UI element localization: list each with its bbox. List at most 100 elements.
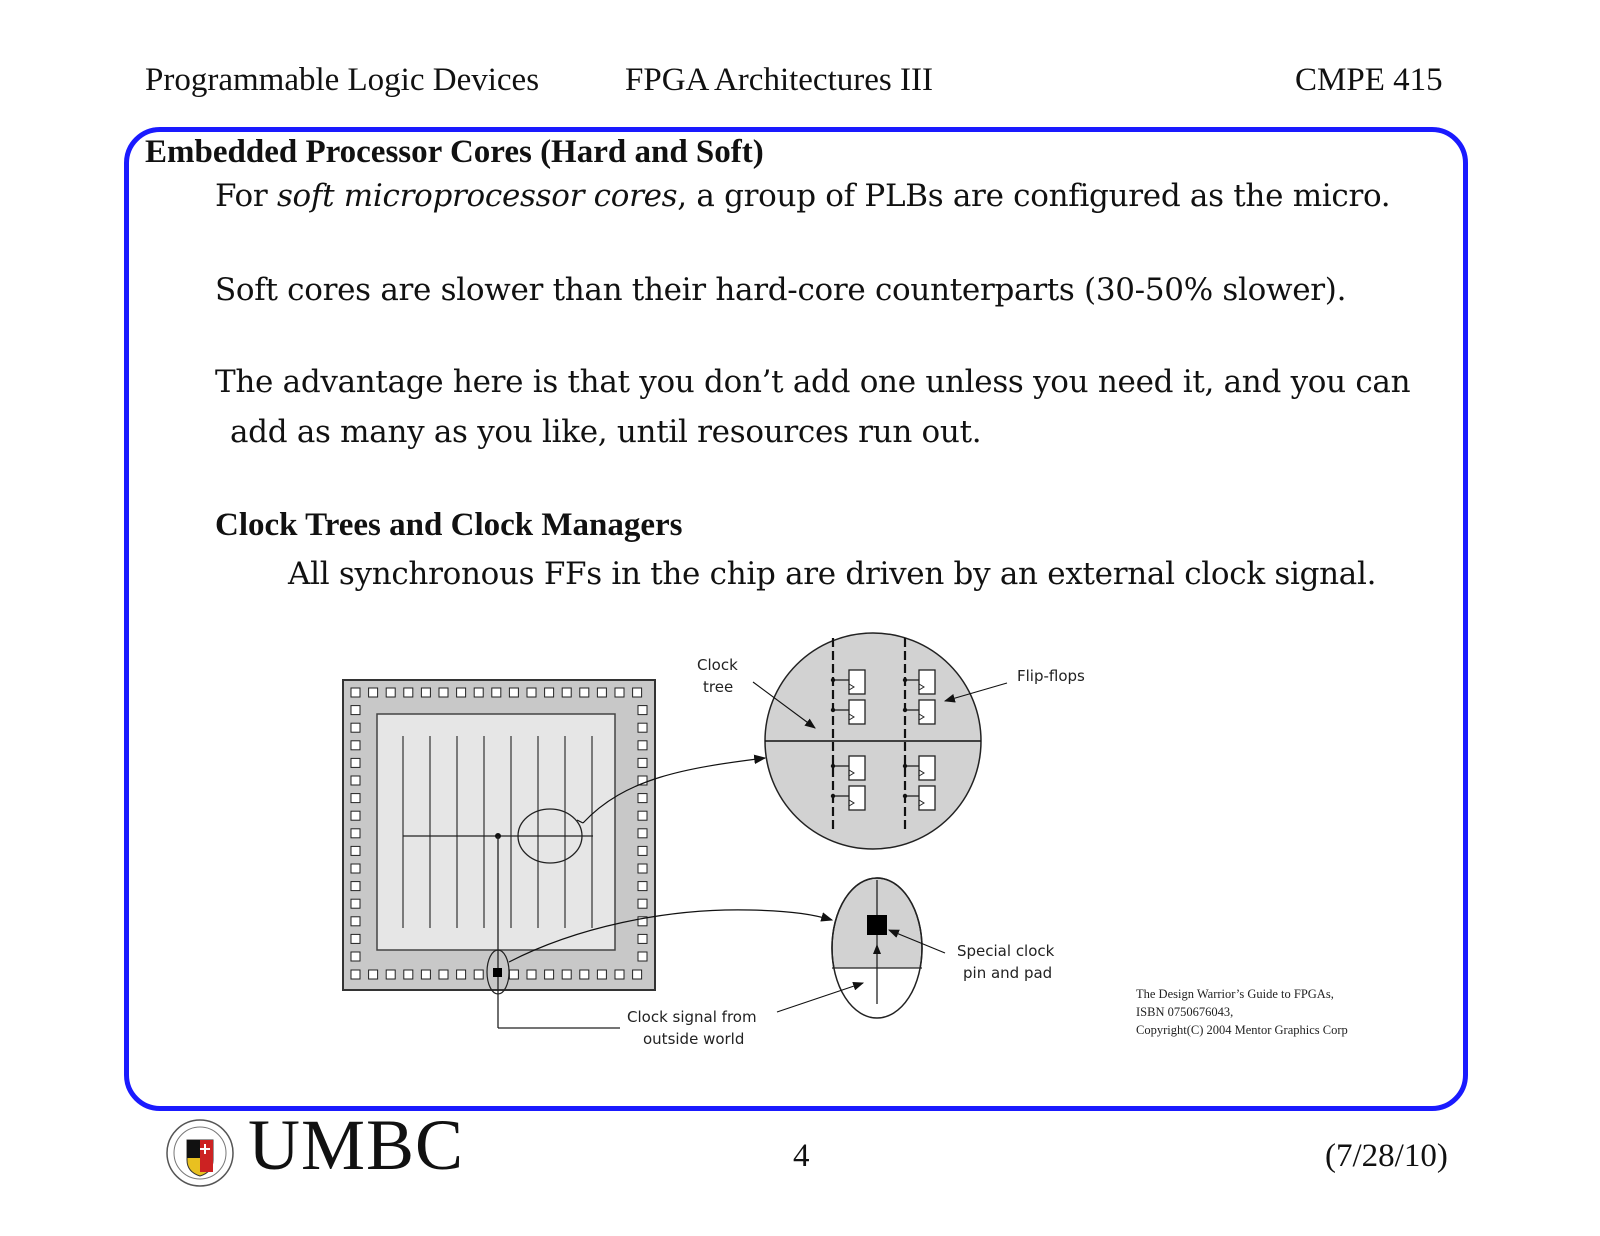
io-pad	[637, 951, 648, 962]
io-pad	[637, 933, 648, 944]
slide-date: (7/28/10)	[1325, 1138, 1448, 1174]
flip-flop	[918, 755, 936, 781]
io-pad	[614, 969, 625, 980]
io-pad	[403, 969, 414, 980]
flip-flop	[918, 785, 936, 811]
io-pad	[385, 969, 396, 980]
io-pad	[637, 705, 648, 716]
io-pad	[637, 793, 648, 804]
io-pad	[350, 740, 361, 751]
io-pad	[596, 687, 607, 698]
io-pad	[508, 969, 519, 980]
flip-flop-clock-input	[848, 769, 855, 777]
flip-flop-node	[830, 677, 836, 683]
io-pad	[637, 898, 648, 909]
credit-line-3: Copyright(C) 2004 Mentor Graphics Corp	[1136, 1023, 1348, 1037]
io-pad	[350, 845, 361, 856]
io-pad	[614, 687, 625, 698]
io-pad	[637, 828, 648, 839]
flip-flop	[848, 669, 866, 695]
io-pad	[544, 969, 555, 980]
io-pad	[637, 722, 648, 733]
io-pad	[350, 828, 361, 839]
flip-flop-clock-input	[918, 769, 925, 777]
flip-flop-node	[902, 677, 908, 683]
io-pad	[420, 687, 431, 698]
flip-flop-clock-input	[848, 799, 855, 807]
flip-flop-node	[902, 793, 908, 799]
label-clock-tree-2: tree	[703, 678, 733, 696]
io-pad	[368, 687, 379, 698]
section-title-embedded-cores: Embedded Processor Cores (Hard and Soft)	[145, 134, 764, 170]
flip-flop-node	[902, 763, 908, 769]
flip-flop-clock-input	[918, 683, 925, 691]
paragraph-soft-cores-italic: soft microprocessor cores	[276, 178, 678, 214]
io-pad	[544, 687, 555, 698]
io-pads	[350, 687, 648, 980]
io-pad	[561, 687, 572, 698]
io-pad	[632, 969, 643, 980]
label-special-clock-1: Special clock	[957, 942, 1055, 960]
flip-flop-clock-input	[848, 713, 855, 721]
flip-flop-node	[902, 707, 908, 713]
io-pad	[637, 845, 648, 856]
header-course-title: Programmable Logic Devices	[145, 62, 540, 98]
io-pad	[637, 916, 648, 927]
flip-flop	[848, 785, 866, 811]
paragraph-soft-cores: For soft microprocessor cores, a group o…	[215, 178, 1391, 214]
clock-spines	[402, 736, 593, 928]
paragraph-soft-cores-slower: Soft cores are slower than their hard-co…	[215, 272, 1347, 308]
header-lecture-title: FPGA Architectures III	[625, 62, 933, 98]
flip-flop-node	[830, 793, 836, 799]
paragraph-soft-cores-suffix: , a group of PLBs are configured as the …	[677, 178, 1391, 214]
io-pad	[350, 933, 361, 944]
paragraph-advantage-line1: The advantage here is that you don’t add…	[215, 364, 1411, 400]
page-number: 4	[793, 1138, 810, 1174]
clock-tree-zoom	[764, 632, 982, 850]
label-special-clock-2: pin and pad	[963, 964, 1052, 982]
io-pad	[350, 969, 361, 980]
flip-flop-node	[830, 763, 836, 769]
paragraph-synchronous-ffs: All synchronous FFs in the chip are driv…	[288, 556, 1377, 592]
io-pad	[473, 687, 484, 698]
flip-flop	[848, 755, 866, 781]
umbc-logo-text: UMBC	[248, 1105, 465, 1185]
io-pad	[561, 969, 572, 980]
io-pad	[438, 687, 449, 698]
io-pad	[350, 951, 361, 962]
paragraph-soft-cores-prefix: For	[215, 178, 277, 214]
io-pad	[632, 687, 643, 698]
content-frame	[124, 127, 1468, 1111]
clock-pad-zoom	[831, 877, 923, 1038]
clock-tree-diagram: Clock tree Flip-flops Special clock pin …	[325, 628, 1415, 1088]
flip-flop	[918, 699, 936, 725]
label-clock-signal-1: Clock signal from	[627, 1008, 757, 1026]
credit-line-1: The Design Warrior’s Guide to FPGAs,	[1136, 987, 1334, 1001]
io-pad	[456, 969, 467, 980]
io-pad	[526, 687, 537, 698]
io-pad	[385, 687, 396, 698]
flip-flop-clock-input	[848, 683, 855, 691]
io-pad	[350, 775, 361, 786]
flip-flop	[848, 699, 866, 725]
io-pad	[637, 881, 648, 892]
io-pad	[350, 863, 361, 874]
io-pad	[350, 722, 361, 733]
io-pad	[350, 687, 361, 698]
io-pad	[350, 810, 361, 821]
flip-flop-node	[830, 707, 836, 713]
label-clock-signal-2: outside world	[643, 1030, 744, 1048]
section-title-clock-trees: Clock Trees and Clock Managers	[215, 507, 683, 543]
io-pad	[526, 969, 537, 980]
label-clock-tree-1: Clock	[697, 656, 738, 674]
io-pad	[456, 687, 467, 698]
label-flip-flops: Flip-flops	[1017, 667, 1085, 685]
io-pad	[368, 969, 379, 980]
io-pad	[350, 916, 361, 927]
io-pad	[350, 705, 361, 716]
flip-flop-group	[830, 669, 936, 811]
io-pad	[420, 969, 431, 980]
io-pad	[438, 969, 449, 980]
io-pad	[637, 740, 648, 751]
io-pad	[473, 969, 484, 980]
